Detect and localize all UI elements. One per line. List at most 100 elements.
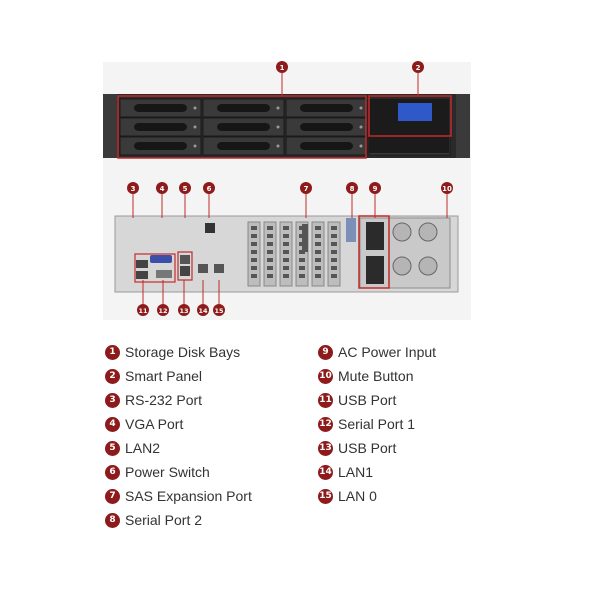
callout-number: 8 [350,185,355,193]
legend-number-badge: 6 [105,464,120,480]
legend-item-lan1: 14 LAN1 [318,460,436,484]
legend-label: VGA Port [125,416,184,432]
callout-number: 6 [207,185,212,193]
callout-box-5-13 [177,251,193,281]
legend-item-usb-port: 11 USB Port [318,388,436,412]
left-rack-ear [103,94,117,158]
ac-inlet-bottom [366,256,384,284]
disk-bay [285,117,368,137]
expansion-slots [247,221,341,287]
callout-box-11-12 [134,253,176,283]
psu-fan-1 [392,222,412,242]
expansion-slot [327,221,341,287]
legend-number-badge: 12 [318,416,333,432]
legend-number-badge: 13 [318,440,333,456]
callout-badge [179,182,191,194]
serial-port-2 [346,218,356,242]
disk-bay [202,98,285,118]
legend-number-badge: 3 [105,392,120,408]
disk-bay [202,117,285,137]
psu-fan-2 [418,222,438,242]
legend-label: AC Power Input [338,344,437,360]
callout-number: 5 [183,185,188,193]
lan2-port [180,255,190,264]
legend-number-badge: 14 [318,464,333,480]
lan1-port [198,264,208,273]
callout-number: 3 [131,185,136,193]
callout-badge [441,182,453,194]
legend-item-sas-expansion-port: 7 SAS Expansion Port [105,484,252,508]
legend-label: Storage Disk Bays [125,344,241,360]
legend-number-badge: 2 [105,368,120,384]
legend-label: Serial Port 1 [338,416,416,432]
legend-label: Power Switch [125,464,210,480]
legend-number-badge: 4 [105,416,120,432]
usb-port-left-2 [136,271,148,279]
legend-number-badge: 11 [318,392,333,408]
legend-number-badge: 10 [318,368,333,384]
callout-number: 11 [138,307,148,315]
legend-item-usb-port-2: 13 USB Port [318,436,436,460]
legend-item-serial-port-1: 12 Serial Port 1 [318,412,436,436]
legend-item-storage-disk-bays: 1 Storage Disk Bays [105,340,252,364]
legend-label: USB Port [338,392,397,408]
legend-number-badge: 15 [318,488,333,504]
legend-label: LAN2 [125,440,161,456]
legend-number-badge: 8 [105,512,120,528]
legend-number-badge: 1 [105,344,120,360]
psu-fan-3 [392,256,412,276]
callout-number: 7 [304,185,309,193]
legend-label: USB Port [338,440,397,456]
callout-badge [346,182,358,194]
ac-inlet-top [366,222,384,250]
callout-badge [300,182,312,194]
callout-badge [203,182,215,194]
callout-badge [137,304,149,316]
callout-number: 10 [442,185,452,193]
usb-port-right [180,266,190,276]
callout-badge [369,182,381,194]
expansion-slot [263,221,277,287]
callout-box-2 [368,95,452,137]
front-view: 1 2 [103,61,470,159]
callout-badge-2 [412,61,424,73]
legend-item-vga-port: 4 VGA Port [105,412,252,436]
disk-bays [119,98,451,156]
callout-badge [156,182,168,194]
vga-port [150,255,172,263]
server-illustration: 1 2 [103,61,471,320]
callout-num-2: 2 [416,64,421,72]
legend-label: LAN 0 [338,488,377,504]
disk-bay [202,136,285,156]
callout-box-1 [117,95,367,159]
expansion-slot [279,221,293,287]
callout-number: 14 [198,307,208,315]
disk-bay [119,117,202,137]
legend-label: LAN1 [338,464,374,480]
legend-label: SAS Expansion Port [125,488,252,504]
serial-port-1 [156,270,172,278]
legend-label: RS-232 Port [125,392,203,408]
legend-number-badge: 7 [105,488,120,504]
callout-number: 12 [158,307,167,315]
callout-badge-1 [276,61,288,73]
disk-bay [119,98,202,118]
disk-bay [119,136,202,156]
callout-number: 13 [179,307,188,315]
expansion-slot [311,221,325,287]
power-switch [205,223,215,233]
legend-item-serial-port-2: 8 Serial Port 2 [105,508,252,532]
callout-badge [157,304,169,316]
legend-label: Serial Port 2 [125,512,203,528]
psu-fan-4 [418,256,438,276]
